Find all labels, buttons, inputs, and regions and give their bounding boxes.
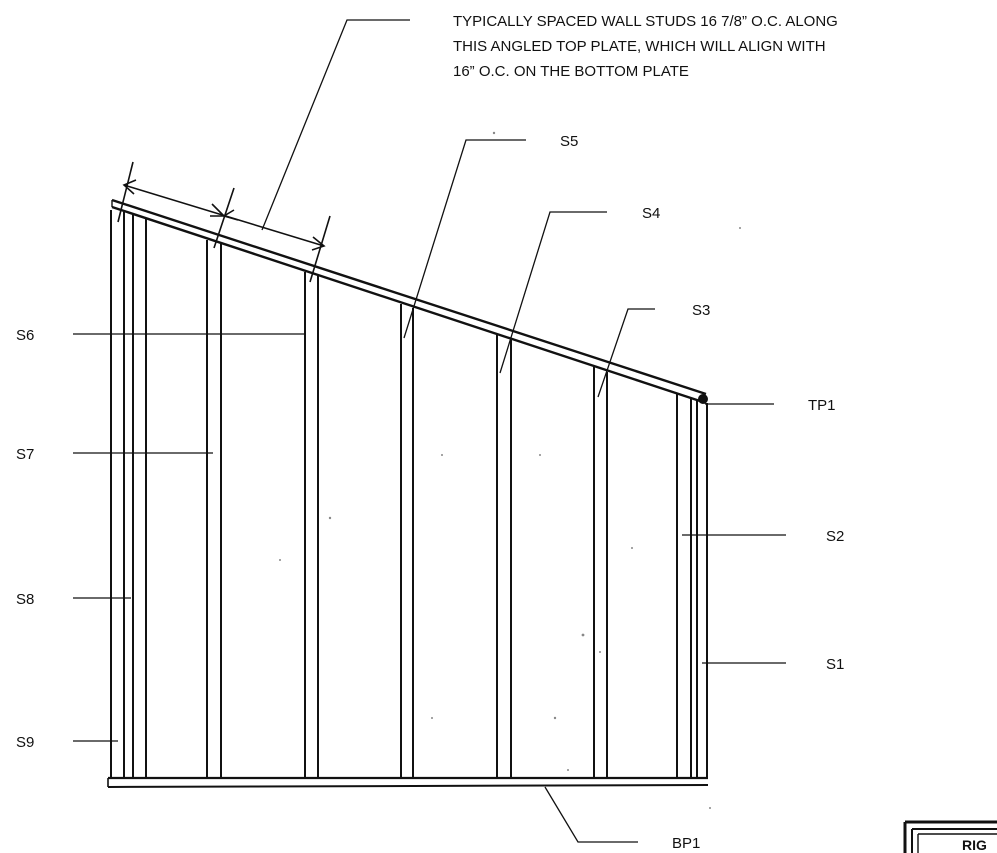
leader-s3 — [597, 308, 655, 398]
label-s8: S8 — [16, 591, 34, 608]
stud-s7 — [206, 240, 222, 778]
spacing-note: TYPICALLY SPACED WALL STUDS 16 7/8” O.C.… — [453, 13, 838, 80]
arrow-left — [122, 179, 137, 195]
extension-line-2 — [213, 187, 235, 249]
stud-s2 — [676, 394, 692, 778]
spacing-dimension — [117, 161, 331, 283]
top-plate — [111, 198, 708, 405]
stud-s6 — [304, 272, 319, 778]
label-s3: S3 — [692, 302, 710, 319]
leader-note — [261, 19, 410, 231]
studs — [110, 210, 708, 778]
label-s7: S7 — [16, 446, 34, 463]
leader-lines — [73, 19, 786, 843]
extension-line-1 — [117, 161, 134, 223]
note-line-2: THIS ANGLED TOP PLATE, WHICH WILL ALIGN … — [453, 38, 826, 55]
leader-s4 — [499, 211, 607, 374]
callout-labels: S5 S4 S3 TP1 S6 S7 S2 S8 S1 S9 BP1 — [16, 133, 844, 852]
bottom-plate — [107, 776, 709, 788]
stud-s3 — [593, 367, 608, 778]
label-s4: S4 — [642, 205, 660, 222]
arrow-mid-right — [222, 209, 239, 221]
label-s6: S6 — [16, 327, 34, 344]
stamp-text: RIG — [962, 837, 987, 853]
label-s1: S1 — [826, 656, 844, 673]
leader-s5 — [403, 139, 526, 339]
stud-s5 — [400, 304, 414, 778]
stud-s1 — [696, 401, 708, 778]
stud-s8 — [132, 214, 147, 778]
label-s9: S9 — [16, 734, 34, 751]
label-s5: S5 — [560, 133, 578, 150]
arrow-right — [311, 236, 326, 251]
extension-line-3 — [309, 215, 331, 283]
label-bp1: BP1 — [672, 835, 700, 852]
title-stamp: RIG — [903, 820, 997, 853]
note-line-1: TYPICALLY SPACED WALL STUDS 16 7/8” O.C.… — [453, 13, 838, 30]
stud-s4 — [496, 335, 512, 778]
note-line-3: 16” O.C. ON THE BOTTOM PLATE — [453, 63, 689, 80]
paper-speckles — [279, 131, 741, 809]
label-tp1: TP1 — [808, 397, 836, 414]
label-s2: S2 — [826, 528, 844, 545]
stud-s9 — [110, 210, 125, 778]
leader-bp1 — [544, 786, 638, 843]
